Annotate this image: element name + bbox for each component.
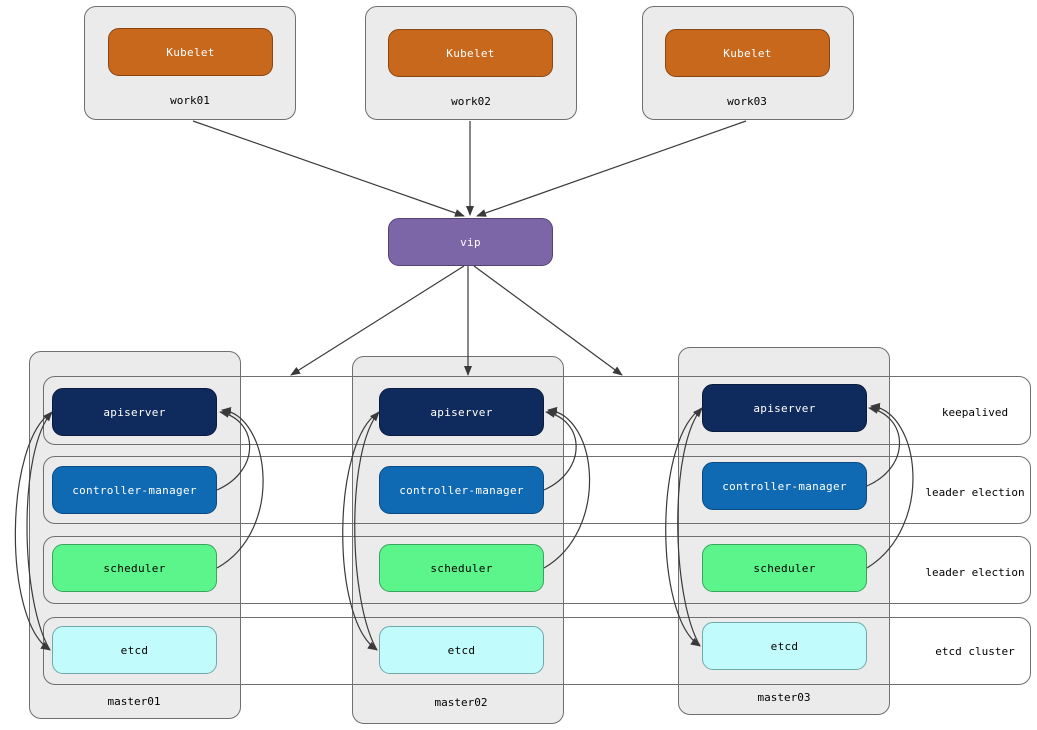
apiserver-master02[interactable]: apiserver [379,388,544,436]
band-leader-election-scheduler [43,536,1031,604]
scheduler-master03[interactable]: scheduler [702,544,867,592]
band-keepalived [43,376,1031,445]
apiserver-master03[interactable]: apiserver [702,384,867,432]
band-label-leader-election-1: leader election [925,486,1025,499]
edge-api-etcd-master01 [14,411,53,651]
controller-manager-master03[interactable]: controller-manager [702,462,867,510]
edge-cm-api-master01 [216,409,251,491]
kubelet-work02[interactable]: Kubelet [388,29,553,77]
controller-manager-master01[interactable]: controller-manager [52,466,217,514]
etcd-master03[interactable]: etcd [702,622,867,670]
edge-work03-vip [476,120,747,217]
kubelet-work01[interactable]: Kubelet [108,28,273,76]
apiserver-master01[interactable]: apiserver [52,388,217,436]
edge-api-etcd-master02 [342,411,380,651]
vip-node[interactable]: vip [388,218,553,266]
band-label-leader-election-2: leader election [925,566,1025,579]
scheduler-master01[interactable]: scheduler [52,544,217,592]
worker-name-work01: work01 [170,94,210,107]
edge-etcd-api-master02 [354,411,380,651]
scheduler-master02[interactable]: scheduler [379,544,544,592]
edge-etcd-api-master01 [26,411,53,651]
edge-api-etcd-master03 [665,407,703,647]
edge-work01-vip [192,120,465,217]
worker-name-work03: work03 [727,95,767,108]
edge-etcd-api-master03 [677,407,703,647]
master-name-master02: master02 [434,696,488,709]
band-label-etcd-cluster: etcd cluster [935,645,1015,658]
etcd-master01[interactable]: etcd [52,626,217,674]
worker-name-work02: work02 [451,95,491,108]
band-label-keepalived: keepalived [941,406,1009,419]
master-name-master01: master01 [107,695,161,708]
edge-sch-api-master01 [216,406,264,569]
band-etcd-cluster [43,617,1031,685]
edge-cm-api-master03 [866,405,901,487]
edge-sch-api-master02 [543,406,591,569]
edge-vip-master03 [473,265,623,376]
band-leader-election-controller [43,456,1031,524]
edge-cm-api-master02 [543,409,577,491]
etcd-master02[interactable]: etcd [379,626,544,674]
controller-manager-master02[interactable]: controller-manager [379,466,544,514]
master-name-master03: master03 [757,691,811,704]
kubelet-work03[interactable]: Kubelet [665,29,830,77]
edge-sch-api-master03 [866,402,914,569]
edge-vip-master01 [290,265,465,376]
